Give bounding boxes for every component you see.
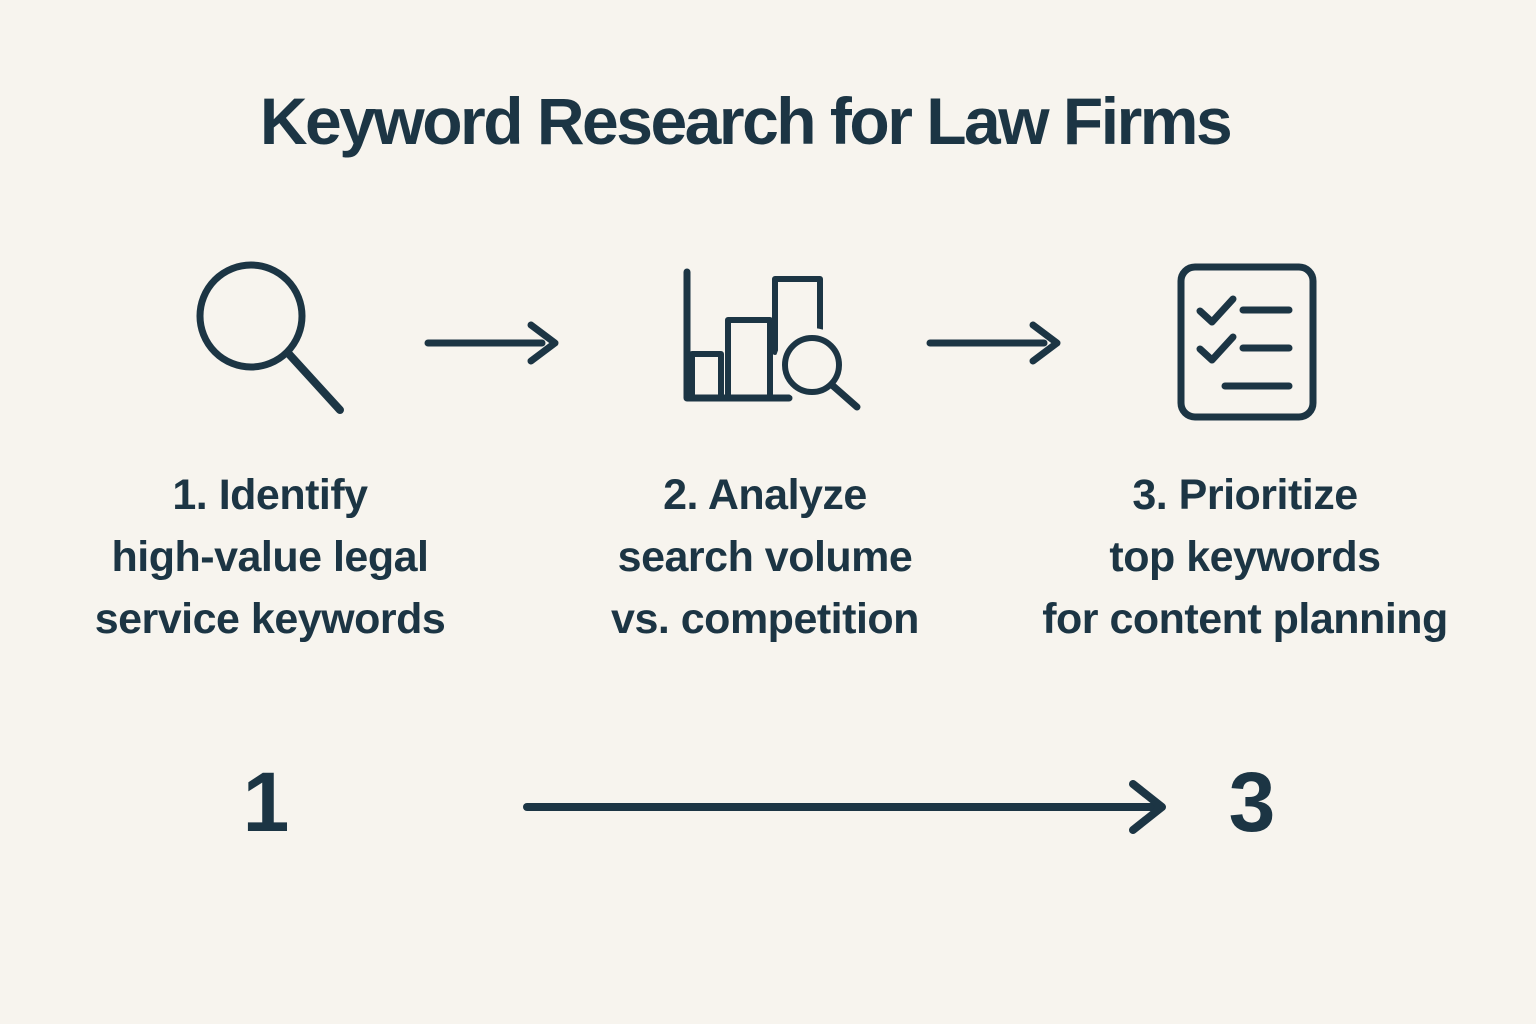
magnifier-lens — [196, 261, 306, 371]
chart-bar-small — [689, 351, 724, 401]
timeline-end-number: 3 — [1228, 755, 1276, 849]
magnifier-icon — [190, 252, 360, 422]
step-2-line-2: search volume — [617, 533, 913, 581]
magnifier-handle — [828, 381, 861, 411]
step-3-line-1: 3. Prioritize — [1132, 471, 1358, 519]
step-1-line-2: high-value legal — [111, 533, 429, 581]
checklist-document-icon — [1172, 258, 1322, 426]
timeline-start-number: 1 — [242, 755, 290, 849]
magnifier-lens — [782, 335, 842, 395]
step-1-line-3: service keywords — [94, 595, 446, 643]
chart-bar-tall — [772, 276, 823, 355]
flow-arrow-2-icon — [922, 318, 1067, 368]
timeline-arrow-icon — [518, 780, 1174, 834]
checkmark-1 — [1196, 295, 1237, 326]
checkmark-2 — [1196, 333, 1237, 364]
chart-axes — [683, 268, 793, 402]
magnifier-handle — [284, 349, 344, 414]
page-title: Keyword Research for Law Firms — [259, 84, 1233, 158]
step-2-line-1: 2. Analyze — [663, 471, 867, 519]
step-3-line-3: for content planning — [1042, 595, 1448, 643]
step-2-line-3: vs. competition — [611, 595, 919, 643]
step-3-caption: 3. Prioritize top keywords for content p… — [1005, 464, 1485, 650]
step-2-caption: 2. Analyze search volume vs. competition — [525, 464, 1005, 650]
step-3-line-2: top keywords — [1109, 533, 1381, 581]
step-1-caption: 1. Identify high-value legal service key… — [30, 464, 510, 650]
bar-chart-magnifier-icon — [675, 265, 875, 415]
step-1-line-1: 1. Identify — [172, 471, 368, 519]
flow-arrow-1-icon — [420, 318, 565, 368]
document-outline — [1177, 263, 1317, 421]
chart-bar-medium — [725, 317, 773, 401]
